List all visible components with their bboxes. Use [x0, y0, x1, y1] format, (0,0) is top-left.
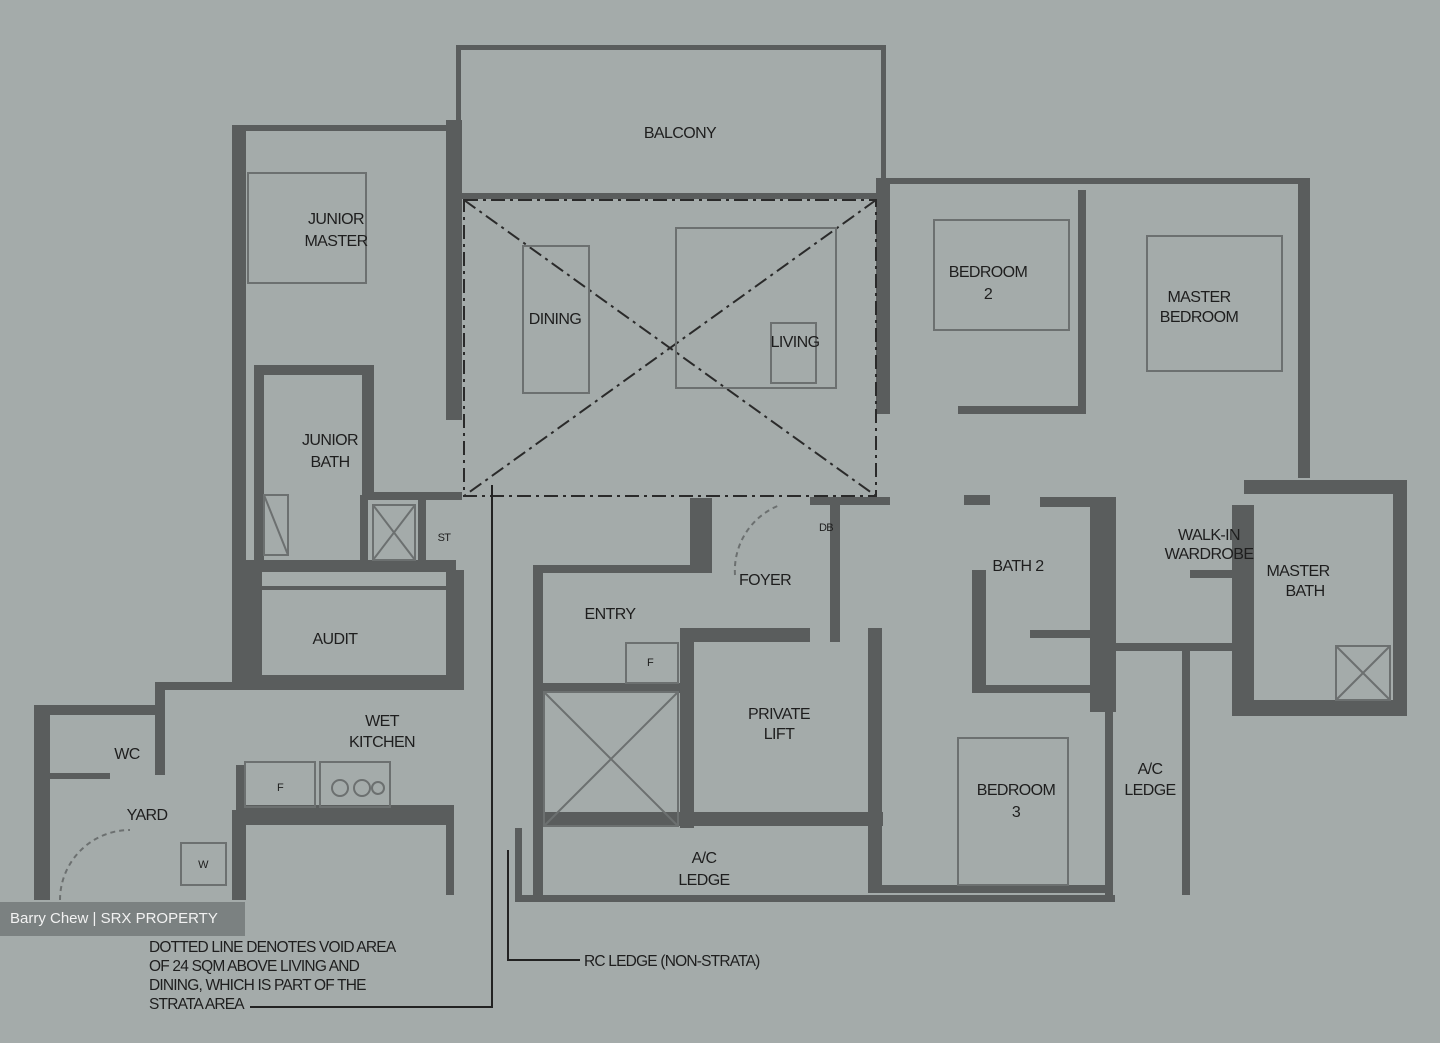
label-household-shelter: AUDIT — [312, 631, 358, 648]
rc-ledge-note: RC LEDGE (NON-STRATA) — [584, 953, 760, 970]
label-master-bath-2: BATH — [1285, 583, 1324, 600]
void-note-line-2: OF 24 SQM ABOVE LIVING AND — [149, 958, 360, 975]
label-bath2: BATH 2 — [992, 558, 1044, 575]
label-wardrobe-2: WARDROBE — [1165, 546, 1254, 563]
label-wet-kitchen-1: WET — [365, 713, 400, 730]
label-junior-master-1: JUNIOR — [308, 211, 364, 228]
lift-shaft — [543, 691, 679, 827]
label-washer: W — [198, 859, 209, 871]
label-bedroom3-2: 3 — [1012, 804, 1021, 821]
watermark-text: Barry Chew | SRX PROPERTY — [10, 910, 218, 927]
label-ac-ledge-bottom-1: A/C — [692, 850, 717, 867]
washer — [180, 842, 227, 886]
label-master-bedroom-1: MASTER — [1167, 289, 1230, 306]
label-fridge-dry: F — [647, 657, 654, 669]
watermark: Barry Chew | SRX PROPERTY — [0, 902, 245, 936]
label-wardrobe-1: WALK-IN — [1178, 527, 1240, 544]
label-store: ST — [438, 532, 452, 544]
void-note-line-1: DOTTED LINE DENOTES VOID AREA — [149, 939, 397, 956]
label-bedroom2-2: 2 — [984, 286, 993, 303]
bed-2 — [933, 219, 1070, 331]
label-junior-bath-2: BATH — [310, 454, 349, 471]
label-ac-ledge-right-1: A/C — [1138, 761, 1163, 778]
label-bedroom2-1: BEDROOM — [949, 264, 1028, 281]
l-sofa — [675, 227, 837, 389]
bed-junior-master — [247, 172, 367, 284]
label-master-bath-1: MASTER — [1266, 563, 1329, 580]
coffee-table — [770, 322, 817, 384]
label-junior-master-2: MASTER — [304, 233, 367, 250]
bed-master — [1146, 235, 1283, 372]
notes: DOTTED LINE DENOTES VOID AREA OF 24 SQM … — [149, 939, 761, 1013]
fridge-dry — [625, 642, 679, 684]
label-foyer: FOYER — [739, 572, 791, 589]
label-dining: DINING — [529, 311, 582, 328]
furniture — [59, 172, 1391, 901]
label-balcony: BALCONY — [644, 125, 717, 142]
label-ac-ledge-bottom-2: LEDGE — [678, 872, 729, 889]
label-living: LIVING — [771, 334, 820, 351]
fridge-wet — [244, 761, 316, 808]
label-master-bedroom-2: BEDROOM — [1160, 309, 1239, 326]
label-bedroom3-1: BEDROOM — [977, 782, 1056, 799]
label-fridge-wet: F — [277, 782, 284, 794]
bed-3 — [957, 737, 1069, 886]
hob — [319, 761, 391, 808]
dining-table — [522, 245, 590, 394]
label-dry-kitchen: ENTRY — [585, 606, 637, 623]
label-wet-kitchen-2: KITCHEN — [349, 734, 415, 751]
label-private-lift-2: LIFT — [764, 726, 795, 743]
void-outline — [463, 199, 877, 497]
label-ac-ledge-right-2: LEDGE — [1124, 782, 1175, 799]
label-private-lift-1: PRIVATE — [748, 706, 810, 723]
void-note-line-4: STRATA AREA — [149, 996, 245, 1013]
label-yard: YARD — [127, 807, 168, 824]
label-db: DB — [819, 522, 833, 534]
label-junior-bath-1: JUNIOR — [302, 432, 358, 449]
leader-lines — [250, 485, 580, 1008]
room-labels: BALCONY JUNIOR MASTER DINING LIVING BEDR… — [114, 125, 1330, 889]
walls — [34, 45, 1407, 902]
void-note-line-3: DINING, WHICH IS PART OF THE — [149, 977, 366, 994]
label-wc: WC — [114, 746, 140, 763]
